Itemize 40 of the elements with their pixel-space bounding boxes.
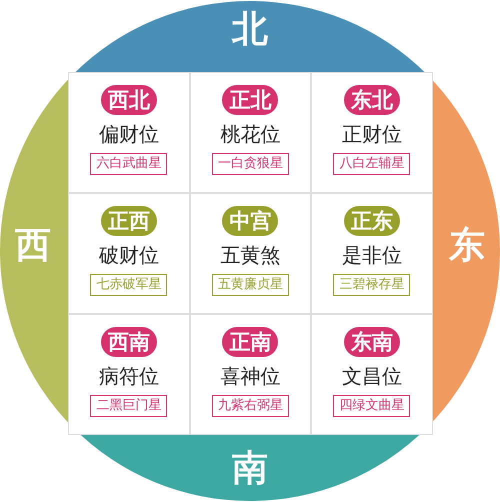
star-tag: 九紫右弼星 <box>212 395 289 417</box>
direction-badge: 中宫 <box>222 206 278 236</box>
position-name: 破财位 <box>98 242 159 268</box>
grid-cell <box>190 194 310 313</box>
direction-label: 西 <box>8 226 58 266</box>
direction-badge: 东北 <box>344 85 400 115</box>
position-name: 五黄煞 <box>220 242 280 268</box>
direction-badge: 正南 <box>222 327 278 357</box>
direction-badge: 西南 <box>100 327 157 357</box>
position-name: 偏财位 <box>98 121 159 147</box>
star-tag: 三碧禄存星 <box>333 274 410 296</box>
direction-badge: 东南 <box>344 327 400 357</box>
direction-badge: 正东 <box>344 206 400 236</box>
grid-cell <box>190 315 310 434</box>
direction-badge: 正北 <box>222 85 278 115</box>
grid-cell <box>312 73 432 192</box>
direction-label: 南 <box>225 449 275 489</box>
grid-cell <box>69 315 188 434</box>
grid-cell <box>312 194 432 313</box>
position-name: 喜神位 <box>220 363 280 389</box>
star-tag: 五黄廉贞星 <box>212 274 289 296</box>
grid-cell <box>69 194 188 313</box>
star-tag: 四绿文曲星 <box>333 395 410 417</box>
position-name: 病符位 <box>98 363 159 389</box>
position-name: 正财位 <box>342 121 402 147</box>
direction-label: 北 <box>225 10 275 50</box>
star-tag: 六白武曲星 <box>90 153 168 175</box>
position-name: 是非位 <box>342 242 402 268</box>
star-tag: 八白左辅星 <box>333 153 410 175</box>
grid-cell <box>312 315 432 434</box>
direction-badge: 正西 <box>100 206 157 236</box>
star-tag: 二黑巨门星 <box>90 395 168 417</box>
position-name: 桃花位 <box>220 121 280 147</box>
star-tag: 一白贪狼星 <box>212 153 289 175</box>
direction-badge: 西北 <box>100 85 157 115</box>
grid-cell <box>190 73 310 192</box>
grid-cell <box>69 73 188 192</box>
position-name: 文昌位 <box>342 363 402 389</box>
direction-label: 东 <box>442 226 492 266</box>
star-tag: 七赤破军星 <box>90 274 168 296</box>
